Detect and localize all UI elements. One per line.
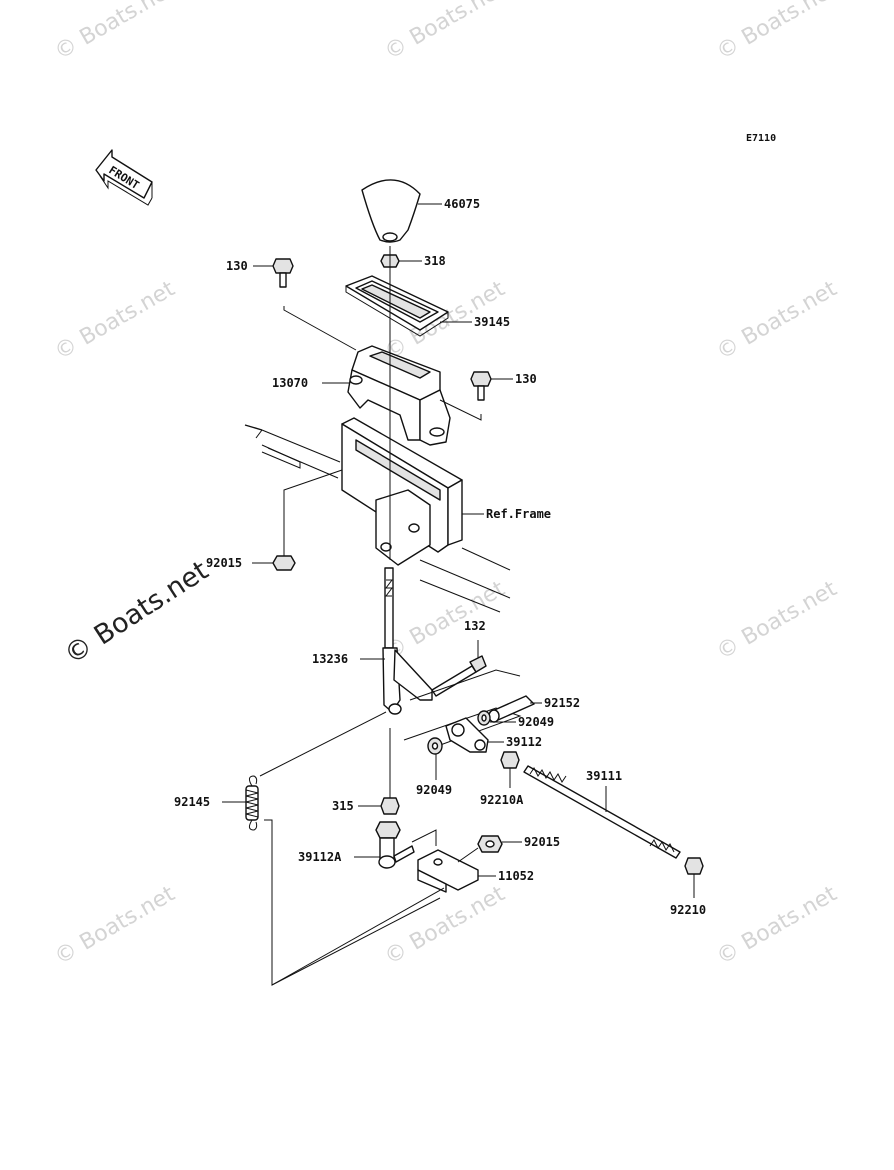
nut-92015-left (272, 555, 296, 571)
callout-39112: 39112 (506, 735, 542, 749)
watermark: © Boats.net (51, 276, 180, 365)
nut-92015-lower (477, 835, 503, 853)
callout-92152: 92152 (544, 696, 580, 710)
callout-46075: 46075 (444, 197, 480, 211)
bolt-130-left (272, 258, 294, 288)
callout-11052: 11052 (498, 869, 534, 883)
callout-39111: 39111 (586, 769, 622, 783)
bolt-130-right (470, 371, 492, 401)
collar-92152 (488, 695, 535, 723)
callout-92049-lower: 92049 (416, 783, 452, 797)
watermark: © Boats.net (51, 0, 180, 65)
callout-ref-frame: Ref.Frame (486, 507, 551, 521)
callout-130-left: 130 (226, 259, 248, 273)
shift-knob (361, 179, 421, 243)
callout-92015-left: 92015 (206, 556, 242, 570)
callout-39145: 39145 (474, 315, 510, 329)
watermark: © Boats.net (381, 881, 510, 970)
callout-13070: 13070 (272, 376, 308, 390)
watermark: © Boats.net (713, 576, 842, 665)
bracket-11052 (417, 849, 479, 893)
front-arrow-icon: FRONT (95, 149, 153, 206)
callout-92049-upper: 92049 (518, 715, 554, 729)
watermark: © Boats.net (381, 0, 510, 65)
watermark: © Boats.net (51, 881, 180, 970)
diagram-code: E7110 (746, 133, 776, 144)
watermark: © Boats.net (713, 0, 842, 65)
washer-92049-lower (427, 737, 443, 755)
callout-92210a: 92210A (480, 793, 524, 807)
joint-39112a (375, 821, 415, 869)
callout-92210: 92210 (670, 903, 706, 917)
callout-92015-lower: 92015 (524, 835, 560, 849)
watermark: © Boats.net (713, 881, 842, 970)
nut-92210a (500, 751, 520, 769)
nut-92210 (684, 857, 704, 875)
callout-13236: 13236 (312, 652, 348, 666)
nut-315 (380, 797, 400, 815)
callout-132: 132 (464, 619, 486, 633)
arm-39112 (445, 717, 489, 753)
lever-guide (347, 345, 451, 446)
shift-lever (382, 567, 433, 715)
rod-39111 (523, 765, 681, 859)
indicator-plate (345, 275, 449, 337)
frame-rails (244, 424, 511, 613)
watermark-main: © Boats.net (59, 555, 214, 671)
washer-92049-upper (477, 710, 491, 726)
callout-39112a: 39112A (298, 850, 342, 864)
callout-92145: 92145 (174, 795, 210, 809)
callout-318: 318 (424, 254, 446, 268)
watermark: © Boats.net (713, 276, 842, 365)
spring-92145 (245, 775, 259, 831)
callout-315: 315 (332, 799, 354, 813)
callout-130-right: 130 (515, 372, 537, 386)
